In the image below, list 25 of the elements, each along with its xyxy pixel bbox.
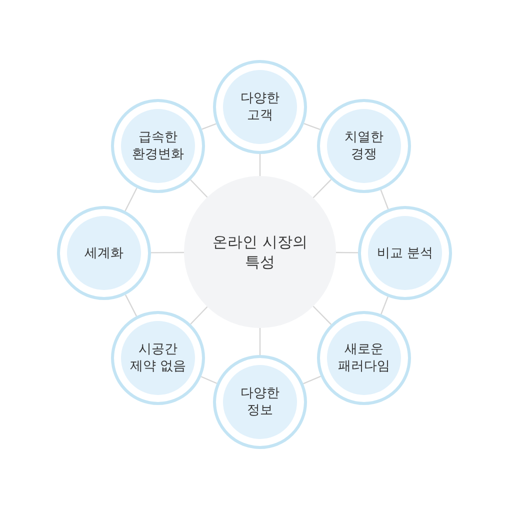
topic-label: 다양한 고객 <box>240 90 280 124</box>
topic-label: 시공간 제약 없음 <box>128 341 188 375</box>
connector-line <box>259 154 261 176</box>
connector-line <box>380 296 388 314</box>
connector-line <box>190 179 208 198</box>
topic-label: 급속한 환경변화 <box>131 129 185 163</box>
connector-line <box>124 188 138 212</box>
connector-line <box>259 328 261 355</box>
connector-line <box>336 252 358 254</box>
center-label: 온라인 시장의 특성 <box>212 232 308 272</box>
topic-label: 치열한 경쟁 <box>344 129 384 163</box>
connector-line <box>380 190 389 210</box>
connector-line <box>190 306 208 325</box>
topic-label: 다양한 정보 <box>240 385 280 419</box>
connector-line <box>303 376 321 384</box>
connector-line <box>202 123 216 130</box>
topic-label: 세계화 <box>84 244 124 262</box>
connector-line <box>151 252 184 254</box>
connector-line <box>312 179 332 198</box>
topic-label: 새로운 패러다임 <box>337 341 391 375</box>
connector-line <box>124 294 138 316</box>
topic-label: 비교 분석 <box>376 244 434 262</box>
connector-line <box>312 306 332 325</box>
connector-line <box>200 376 218 384</box>
connector-line <box>304 122 320 130</box>
